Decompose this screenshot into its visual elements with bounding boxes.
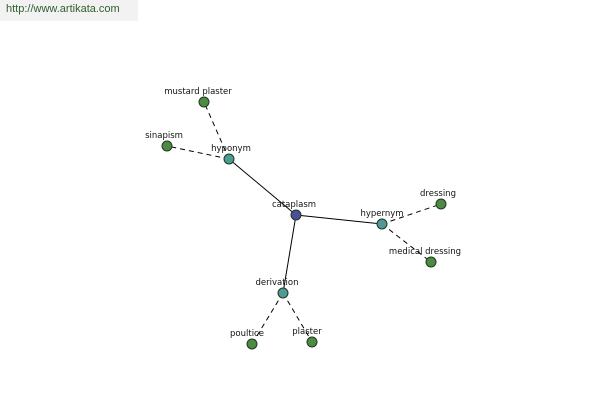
edge-cataplasm-hyponym (228, 158, 297, 216)
node-derivation[interactable] (277, 287, 289, 299)
node-mustard-plaster[interactable] (198, 96, 210, 108)
nodes-layer (161, 96, 447, 350)
node-label-hyponym: hyponym (211, 144, 251, 154)
edge-hypernym-medical-dressing (381, 223, 432, 263)
edge-hypernym-dressing (381, 203, 442, 225)
edge-derivation-plaster (282, 292, 313, 343)
edge-hyponym-mustard-plaster (203, 101, 230, 160)
node-hypernym[interactable] (376, 218, 388, 230)
edge-derivation-poultice (251, 292, 284, 345)
edge-cataplasm-hypernym (295, 214, 383, 225)
node-label-dressing: dressing (420, 189, 456, 199)
site-url-link[interactable]: http://www.artikata.com (0, 0, 138, 21)
node-label-plaster: plaster (292, 327, 322, 337)
labels-layer: cataplasm hyponym hypernym derivation mustar… (145, 87, 461, 339)
node-label-cataplasm: cataplasm (272, 200, 316, 210)
node-label-derivation: derivation (255, 278, 298, 288)
edge-cataplasm-derivation (282, 214, 297, 294)
node-poultice[interactable] (246, 338, 258, 350)
node-dressing[interactable] (435, 198, 447, 210)
node-medical-dressing[interactable] (425, 256, 437, 268)
node-hyponym[interactable] (223, 153, 235, 165)
node-sinapism[interactable] (161, 140, 173, 152)
node-label-poultice: poultice (230, 329, 264, 339)
node-plaster[interactable] (306, 336, 318, 348)
node-cataplasm[interactable] (290, 209, 302, 221)
node-label-hypernym: hypernym (360, 209, 403, 219)
node-label-mustard-plaster: mustard plaster (164, 87, 232, 97)
edges-layer (166, 101, 442, 345)
node-label-medical-dressing: medical dressing (389, 247, 461, 257)
edge-hyponym-sinapism (166, 145, 230, 160)
node-label-sinapism: sinapism (145, 131, 183, 141)
